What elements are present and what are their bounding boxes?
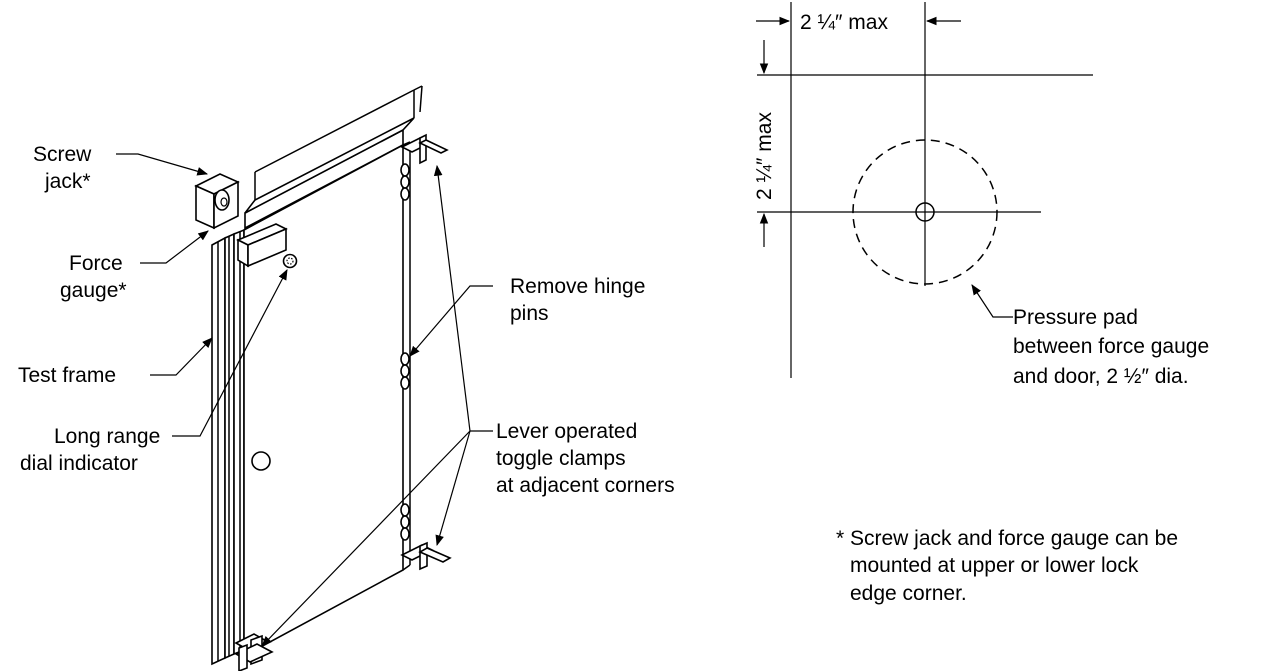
- hinge-middle: [400, 352, 410, 390]
- note-line3: edge corner.: [850, 582, 967, 605]
- force-gauge-bracket: [236, 223, 298, 269]
- label-screw-jack-line2: jack*: [44, 170, 91, 193]
- toggle-clamp-bottom-left: [234, 633, 274, 671]
- test-frame-assembly: Screw jack* Force gauge* Test frame Long…: [18, 85, 675, 671]
- label-dial-line2: dial indicator: [20, 452, 138, 475]
- hinge-top: [400, 163, 410, 201]
- top-frame-member: [244, 85, 423, 230]
- hinge-pins: [400, 163, 410, 541]
- label-clamps-line3: at adjacent corners: [496, 474, 675, 497]
- pad-label-line3: and door, 2 ½″ dia.: [1013, 365, 1189, 388]
- pad-label-line1: Pressure pad: [1013, 306, 1138, 329]
- leader-lines: [116, 153, 493, 647]
- toggle-clamp-bottom-right: [400, 541, 452, 571]
- pressure-pad-center: [915, 202, 935, 222]
- note-line1: * Screw jack and force gauge can be: [836, 527, 1178, 550]
- label-screw-jack-line1: Screw: [33, 143, 92, 166]
- label-force-gauge-line1: Force: [69, 252, 123, 275]
- door-knob: [251, 451, 271, 471]
- test-frame: [211, 228, 245, 666]
- pad-label-line2: between force gauge: [1013, 335, 1209, 358]
- hinge-bottom: [400, 503, 410, 541]
- toggle-clamp-top-right: [400, 133, 449, 165]
- note-line2: mounted at upper or lower lock: [850, 554, 1139, 577]
- screw-jack: [194, 173, 240, 230]
- label-dial-line1: Long range: [54, 425, 160, 448]
- pressure-pad-detail: 2 ¼″ max 2 ¼″ max Pressure pad between f…: [753, 2, 1209, 388]
- footnote: * Screw jack and force gauge can be moun…: [836, 527, 1178, 605]
- label-force-gauge-line2: gauge*: [60, 279, 127, 302]
- label-clamps-line1: Lever operated: [496, 420, 637, 443]
- dim-horizontal: 2 ¼″ max: [800, 11, 888, 34]
- label-clamps-line2: toggle clamps: [496, 447, 626, 470]
- dim-vertical: 2 ¼″ max: [753, 112, 776, 200]
- label-hinge-line1: Remove hinge: [510, 275, 645, 298]
- label-test-frame: Test frame: [18, 364, 116, 387]
- label-hinge-line2: pins: [510, 302, 549, 325]
- dial-indicator: [282, 253, 298, 269]
- pressure-pad-outline: [852, 139, 998, 285]
